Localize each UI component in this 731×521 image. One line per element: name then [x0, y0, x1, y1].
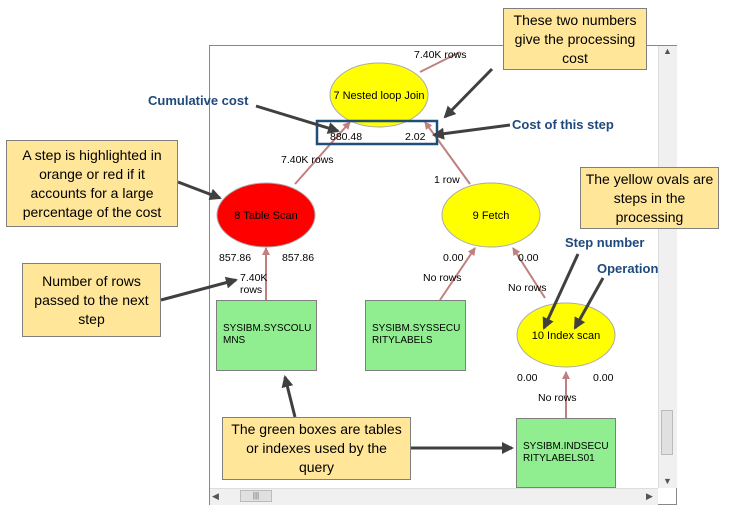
pointer-step-number — [542, 253, 580, 330]
pointer-cost-of-step — [432, 123, 511, 140]
edge-top-out — [419, 51, 461, 73]
tablescan-cost-right: 857.86 — [282, 252, 314, 264]
pointer-rows-passed — [160, 276, 238, 302]
vertical-scroll-thumb[interactable] — [661, 410, 673, 455]
callout-processing-cost-text: These two numbers give the processing co… — [513, 11, 637, 66]
pointer-green-boxes-left — [281, 375, 297, 418]
scroll-up-icon[interactable]: ▲ — [663, 46, 672, 56]
pointer-highlight — [177, 180, 222, 201]
scroll-left-icon[interactable]: ◀ — [212, 491, 219, 501]
tablescan-output-rows: 7.40K rows — [281, 154, 334, 166]
callout-yellow-ovals: The yellow ovals are steps in the proces… — [580, 167, 719, 229]
tablescan-input-rows-2: rows — [240, 284, 262, 296]
cumulative-cost-value: 880.48 — [330, 131, 362, 143]
index-output-rows: No rows — [508, 282, 547, 294]
table-syscolumns-label: SYSIBM.SYSCOLUMNS — [223, 323, 312, 346]
horizontal-scrollbar[interactable] — [210, 488, 658, 505]
node-label-table-scan: 8 Table Scan — [234, 210, 297, 222]
callout-rows-passed: Number of rows passed to the next step — [22, 263, 161, 337]
label-step-number: Step number — [565, 235, 645, 250]
node-fetch[interactable] — [441, 182, 541, 248]
callout-green-boxes: The green boxes are tables or indexes us… — [222, 417, 411, 480]
node-label-fetch: 9 Fetch — [473, 210, 510, 222]
node-label-index-scan: 10 Index scan — [532, 330, 601, 342]
callout-highlight: A step is highlighted in orange or red i… — [6, 140, 178, 227]
index-indsecuritylabels-label: SYSIBM.INDSECURITYLABELS01 — [523, 441, 609, 464]
tablescan-input-rows-1: 7.40K — [240, 272, 267, 284]
label-cost-of-step: Cost of this step — [512, 117, 614, 132]
callout-rows-passed-text: Number of rows passed to the next step — [34, 272, 149, 327]
callout-yellow-ovals-text: The yellow ovals are steps in the proces… — [585, 170, 714, 225]
index-input-rows: No rows — [538, 392, 577, 404]
index-cost-right: 0.00 — [593, 372, 614, 384]
horizontal-scroll-thumb[interactable]: ||| — [240, 490, 272, 502]
pointer-operation — [573, 277, 605, 330]
pointer-cumulative-cost — [255, 104, 340, 134]
vertical-scrollbar[interactable] — [658, 46, 677, 488]
edge-syssec-to-fetch — [439, 247, 476, 301]
fetch-cost-right: 0.00 — [518, 252, 539, 264]
callout-highlight-text: A step is highlighted in orange or red i… — [22, 146, 162, 220]
fetch-output-rows: 1 row — [434, 174, 460, 186]
fetch-cost-left: 0.00 — [443, 252, 464, 264]
callout-green-boxes-text: The green boxes are tables or indexes us… — [231, 421, 402, 475]
scroll-down-icon[interactable]: ▼ — [663, 476, 672, 486]
tablescan-cost-left: 857.86 — [219, 252, 251, 264]
index-cost-left: 0.00 — [517, 372, 538, 384]
node-table-scan[interactable] — [216, 182, 316, 248]
pointer-two-numbers — [443, 67, 494, 119]
node-label-nested-loop: 7 Nested loop Join — [333, 90, 424, 102]
node-index-scan[interactable] — [516, 302, 616, 368]
table-syscolumns[interactable]: SYSIBM.SYSCOLUMNS — [216, 300, 317, 371]
label-operation: Operation — [597, 261, 659, 276]
node-nested-loop-join[interactable] — [329, 62, 429, 128]
scroll-right-icon[interactable]: ▶ — [646, 491, 653, 501]
table-securitylabels-label: SYSIBM.SYSSECURITYLABELS — [372, 323, 461, 346]
edge-tablescan-to-join — [294, 121, 351, 185]
label-cumulative-cost: Cumulative cost — [148, 93, 249, 108]
edge-indexscan-to-fetch — [512, 247, 546, 299]
fetch-input-rows: No rows — [423, 272, 462, 284]
index-indsecuritylabels[interactable]: SYSIBM.INDSECURITYLABELS01 — [516, 418, 616, 488]
top-rows-value: 7.40K rows — [414, 49, 467, 61]
table-securitylabels[interactable]: SYSIBM.SYSSECURITYLABELS — [365, 300, 466, 371]
step-cost-value: 2.02 — [405, 131, 426, 143]
callout-processing-cost: These two numbers give the processing co… — [503, 8, 647, 70]
